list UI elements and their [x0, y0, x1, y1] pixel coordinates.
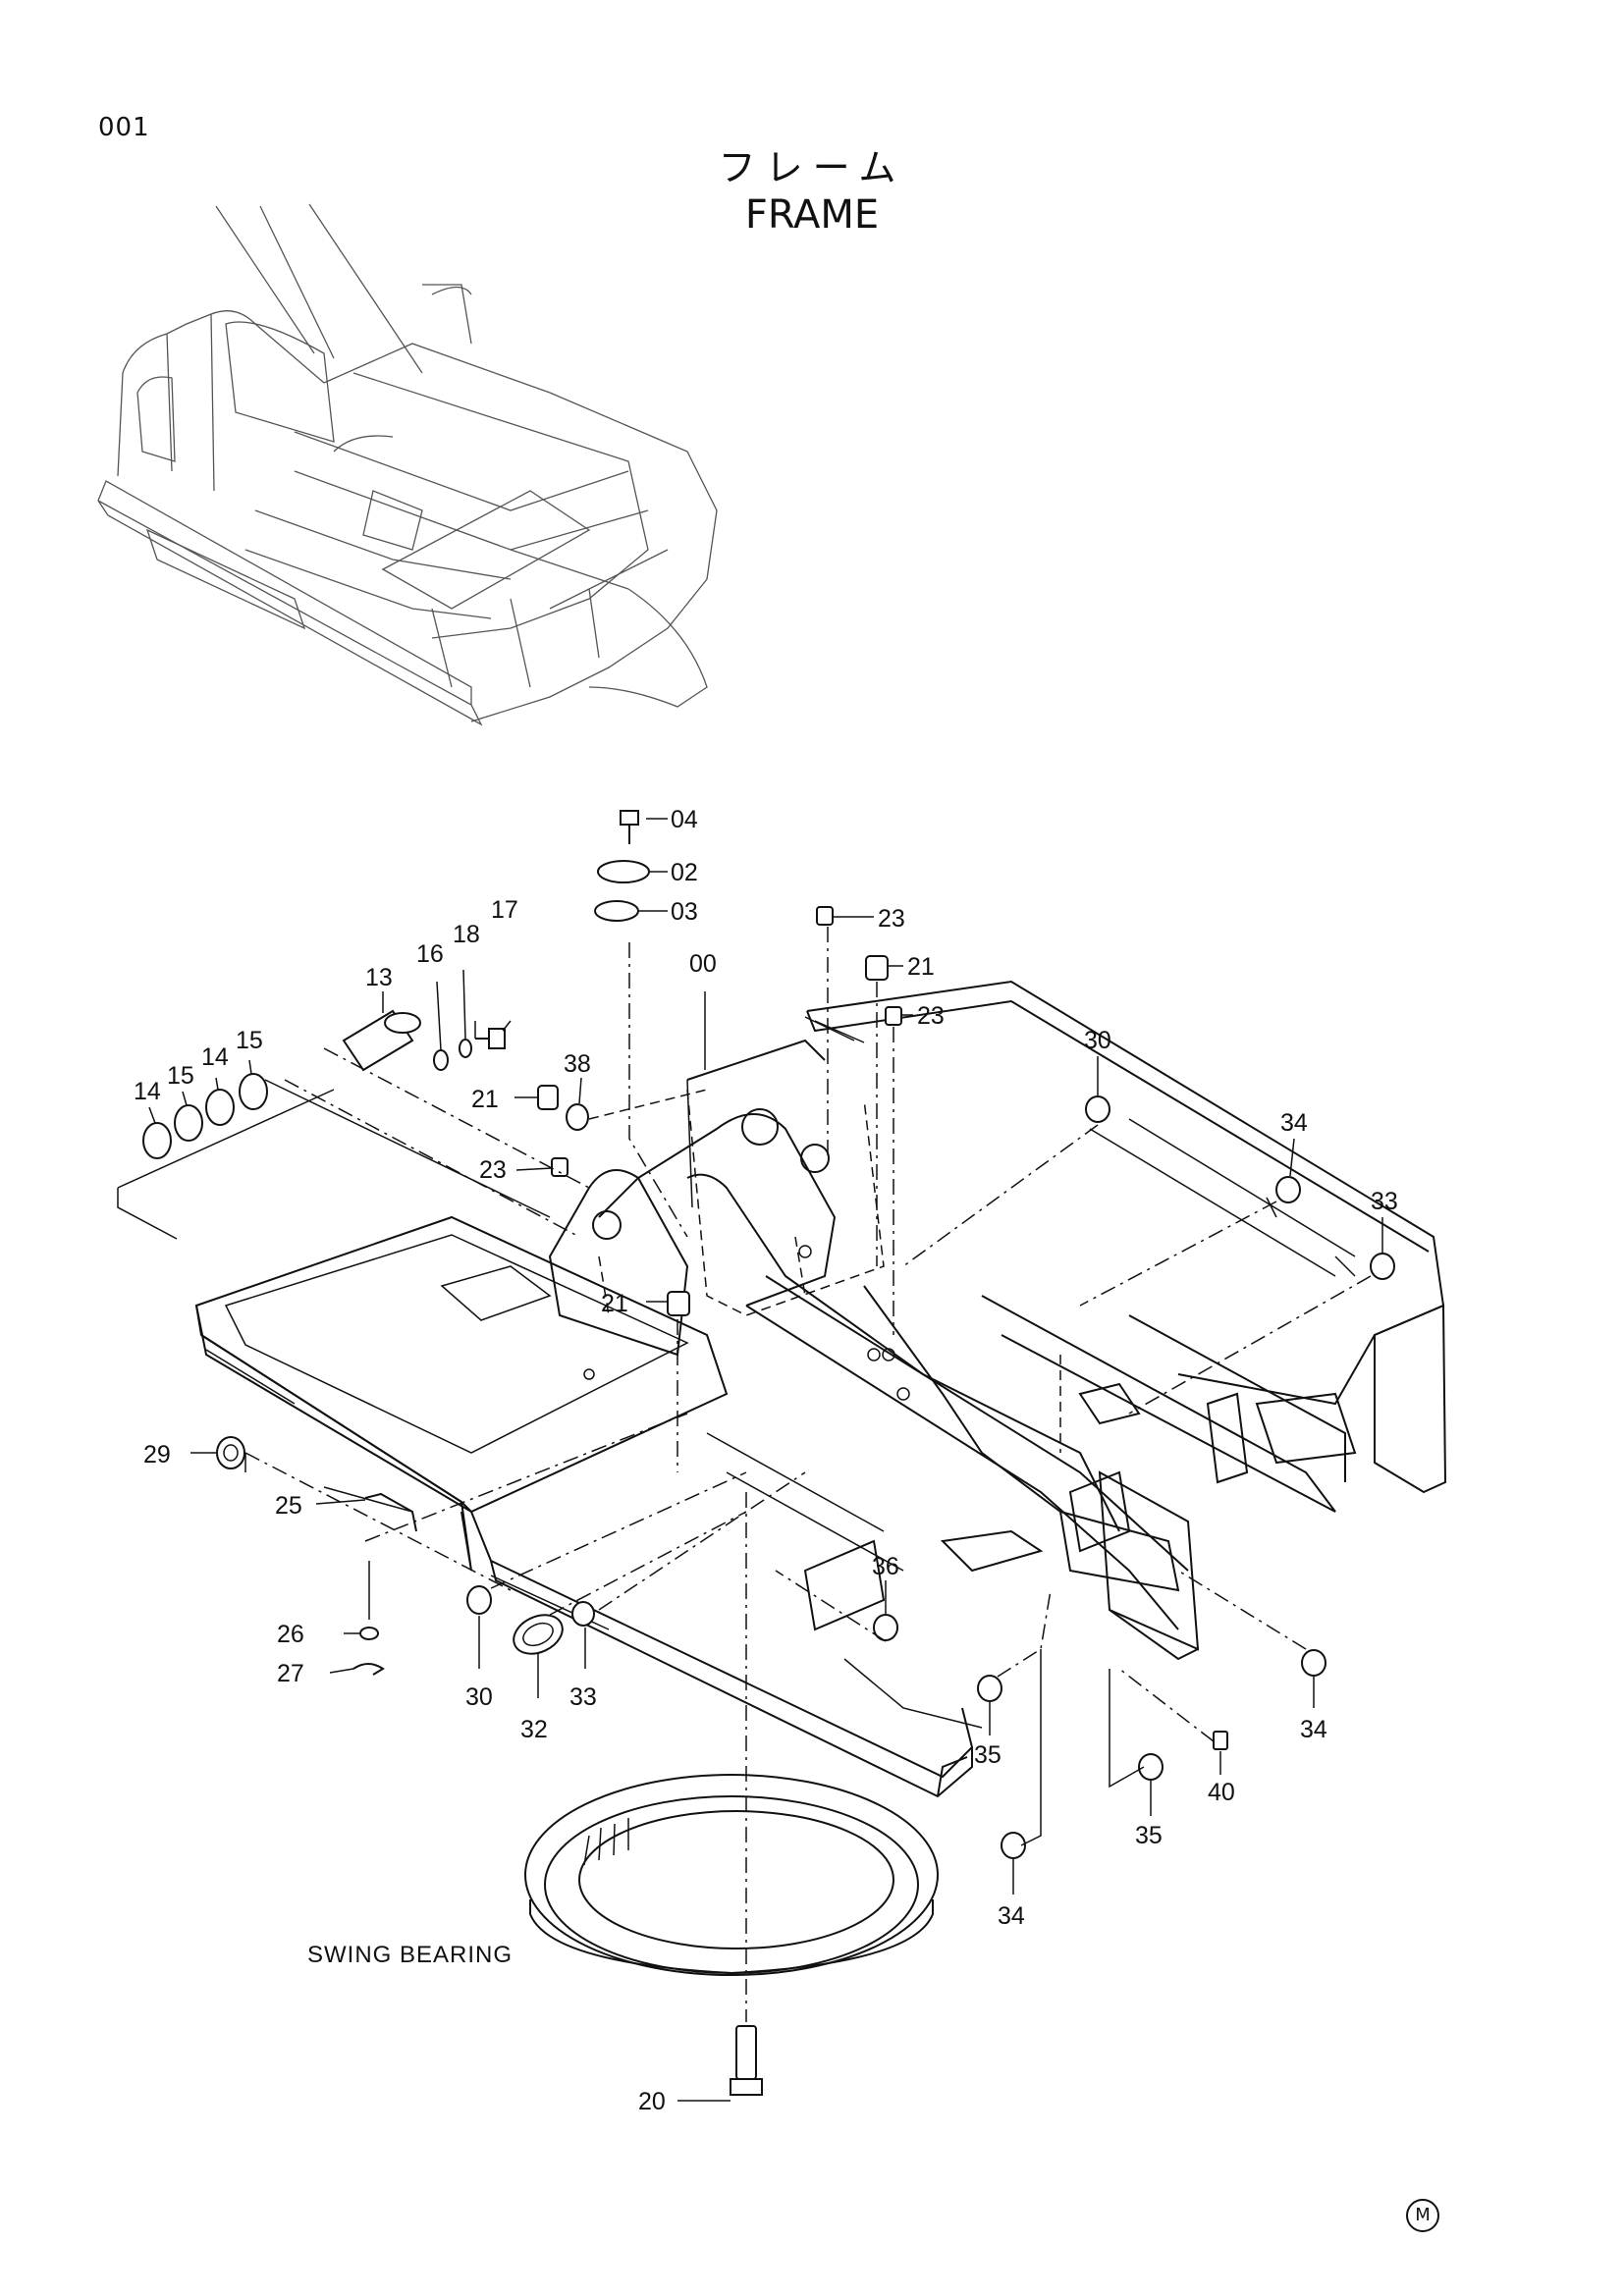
- part-30-bushing-right: [1085, 1095, 1110, 1123]
- callout-34: 34: [1300, 1716, 1327, 1743]
- callout-35: 35: [974, 1741, 1001, 1769]
- part-33-bushing-bottom: [571, 1601, 595, 1627]
- callout-13: 13: [365, 964, 393, 991]
- part-23-cap-top: [816, 906, 834, 926]
- callout-33: 33: [1371, 1188, 1398, 1215]
- part-34-bushing-right: [1301, 1649, 1326, 1677]
- part-35-bushing-upper: [977, 1675, 1002, 1702]
- part-14-15-shim-stack: [142, 1073, 268, 1159]
- part-21-cap-left: [537, 1085, 559, 1110]
- callout-labels: 04 02 03 00 23 21 23 17 18 16 13 15 14 1…: [134, 806, 1398, 2115]
- part-26-washer: [359, 1627, 379, 1640]
- callout-21: 21: [601, 1290, 628, 1317]
- part-16-washer: [433, 1049, 449, 1071]
- callout-34: 34: [1280, 1109, 1308, 1137]
- part-21-cap-top: [865, 955, 889, 981]
- part-13-pin: [342, 1009, 421, 1072]
- part-32-pad: [513, 1614, 564, 1655]
- callout-34: 34: [998, 1902, 1025, 1930]
- callout-21: 21: [471, 1086, 499, 1113]
- part-36-bushing: [873, 1614, 898, 1641]
- callout-16: 16: [416, 940, 444, 968]
- page-title: FRAME: [744, 192, 880, 238]
- part-03-shim: [594, 900, 639, 922]
- callout-15: 15: [167, 1062, 194, 1090]
- machine-overview-illustration: [97, 203, 718, 726]
- callout-30: 30: [1084, 1027, 1111, 1054]
- part-34-bushing-lower: [1001, 1832, 1026, 1859]
- manufacturer-mark: M: [1406, 2199, 1439, 2232]
- part-02-plate: [597, 860, 650, 883]
- callout-27: 27: [277, 1660, 304, 1687]
- leader-lines: [117, 818, 1383, 2102]
- part-23-cap-left: [551, 1157, 568, 1177]
- callout-18: 18: [453, 921, 480, 948]
- callout-33: 33: [569, 1683, 597, 1711]
- swing-bearing-caption: SWING BEARING: [307, 1942, 513, 1968]
- callout-02: 02: [671, 859, 698, 886]
- part-21-cap-center: [667, 1291, 690, 1316]
- callout-04: 04: [671, 806, 698, 833]
- callout-14: 14: [201, 1043, 229, 1071]
- callout-36: 36: [872, 1553, 899, 1580]
- callout-29: 29: [143, 1441, 171, 1468]
- part-17-bolt: [475, 1028, 506, 1049]
- callout-00: 00: [689, 950, 717, 978]
- callout-23: 23: [878, 905, 905, 933]
- part-18-washer: [459, 1039, 472, 1058]
- part-34-bushing-upper: [1275, 1176, 1301, 1203]
- callout-03: 03: [671, 898, 698, 926]
- part-25-pin: [364, 1492, 417, 1532]
- part-04-bolt: [620, 810, 639, 844]
- callout-25: 25: [275, 1492, 302, 1520]
- callout-38: 38: [564, 1050, 591, 1078]
- part-33-bushing-right: [1370, 1253, 1395, 1280]
- callout-32: 32: [520, 1716, 548, 1743]
- part-20-bolt: [730, 2025, 763, 2096]
- callout-35: 35: [1135, 1822, 1163, 1849]
- page-title-japanese: フレーム: [718, 146, 906, 189]
- part-30-bushing-bottom: [466, 1585, 492, 1615]
- part-38-bushing: [566, 1103, 589, 1131]
- callout-15: 15: [236, 1027, 263, 1054]
- callout-14: 14: [134, 1078, 161, 1105]
- part-29-bushing: [216, 1436, 245, 1469]
- callout-17: 17: [491, 896, 518, 924]
- part-27-clip: [352, 1663, 385, 1676]
- callout-23: 23: [479, 1156, 507, 1184]
- callout-30: 30: [465, 1683, 493, 1711]
- callout-26: 26: [277, 1621, 304, 1648]
- part-23-cap-mid: [885, 1006, 902, 1026]
- callout-20: 20: [638, 2088, 666, 2115]
- part-40-cap: [1213, 1731, 1228, 1750]
- callout-23: 23: [917, 1002, 945, 1030]
- callout-21: 21: [907, 953, 935, 981]
- callout-40: 40: [1208, 1779, 1235, 1806]
- part-35-bushing-lower: [1138, 1753, 1164, 1781]
- page-number: 001: [98, 113, 150, 142]
- swing-bearing-ring: [524, 1774, 939, 1976]
- upper-frame-assembly: [194, 980, 1447, 1798]
